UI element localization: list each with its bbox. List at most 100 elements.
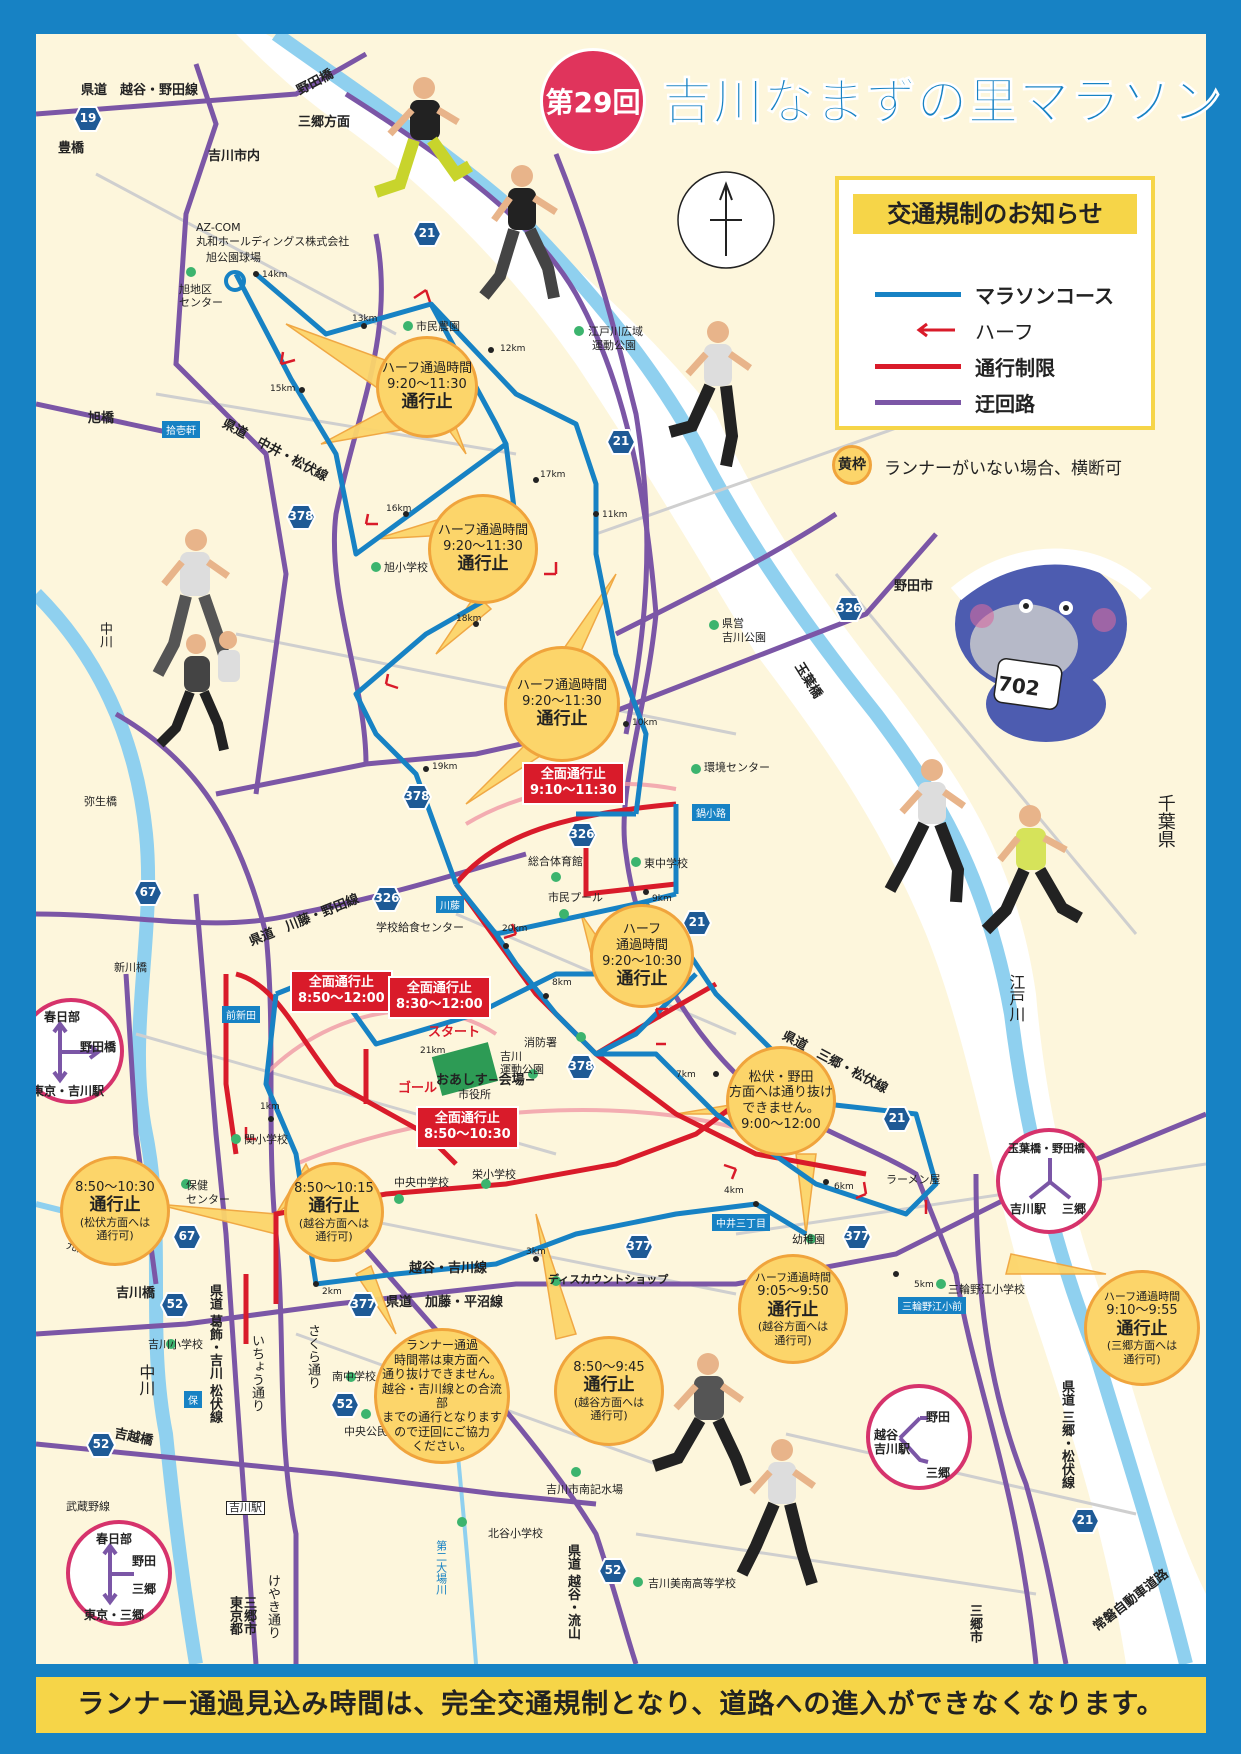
place-label: 幼稚園 (792, 1233, 825, 1246)
place-label: 消防署 (524, 1036, 557, 1049)
route-shield: 52 (330, 1392, 360, 1418)
runner-illustration (479, 165, 560, 300)
detour-line-swatch (875, 400, 961, 405)
km-marker: 12km (500, 344, 526, 354)
place-label: 南中学校 (332, 1370, 376, 1383)
km-marker: 6km (834, 1182, 854, 1192)
place-label: 丸和ホールディングス株式会社 (196, 235, 350, 248)
km-marker: 21km (420, 1046, 446, 1056)
footer-notice: ランナー通過見込み時間は、完全交通規制となり、道路への進入ができなくなります。 (36, 1677, 1206, 1733)
river-label: 江戸川 (1006, 974, 1026, 1022)
direction-label: 吉川市内 (208, 149, 261, 164)
direction-diagram: 玉葉橋・野田橋 吉川駅 三郷 (996, 1128, 1102, 1234)
route-shield: 377 (348, 1292, 378, 1318)
road-label: 県道 越谷・流山 (564, 1544, 580, 1640)
course-line-swatch (875, 292, 961, 297)
place-label: ディスカウントショップ (548, 1273, 669, 1286)
runner-illustration (884, 759, 967, 903)
runner-illustration (736, 1439, 818, 1586)
place-label: 吉川小学校 (148, 1338, 203, 1351)
route-shield: 52 (86, 1432, 116, 1458)
place-label: 東中学校 (644, 857, 688, 870)
goal-label: ゴール (398, 1081, 438, 1096)
runner-illustration (156, 631, 240, 752)
km-marker: 5km (914, 1280, 934, 1290)
river-label: 中川 (136, 1364, 156, 1396)
intersection-label: 中井三丁目 (712, 1214, 770, 1231)
road-label: 越谷・吉川線 (409, 1261, 488, 1276)
place-label: ラーメン屋 (886, 1173, 941, 1186)
place-label: 新川橋 (114, 961, 147, 974)
prefecture-label: 東京都 (226, 1596, 242, 1635)
place-label: 運動公園 (500, 1063, 544, 1076)
direction-label: 三郷方面 (298, 115, 351, 130)
intersection-label: 拾壱軒 (162, 421, 200, 438)
route-shield: 67 (133, 880, 163, 906)
place-label: 関小学校 (244, 1133, 288, 1146)
km-marker: 17km (540, 470, 566, 480)
road-label: 県道 葛飾・吉川 松伏線 (206, 1284, 222, 1424)
place-label: 市民農園 (416, 320, 460, 333)
event-title: 吉川なまずの里マラソン (662, 73, 1223, 132)
km-marker: 16km (386, 504, 412, 514)
map-drawing (36, 34, 1206, 1664)
km-marker: 7km (676, 1070, 696, 1080)
street-label: いちょう通り (248, 1334, 264, 1412)
km-marker: 3km (526, 1247, 546, 1257)
closure-bubble: ランナー通過時間帯は東方面へ通り抜けできません。越谷・吉川線との合流部までの通行… (374, 1328, 510, 1464)
restriction-line-swatch (875, 364, 961, 369)
route-shield: 377 (842, 1224, 872, 1250)
yellow-frame-badge: 黄枠 (832, 445, 872, 485)
place-label: 運動公園 (592, 339, 636, 352)
direction-diagram: 春日部 野田 三郷 東京・三郷 (66, 1520, 172, 1626)
route-shield: 21 (606, 429, 636, 455)
place-label: 三輪野江小学校 (948, 1283, 1025, 1296)
station-label: 吉川駅 (226, 1501, 265, 1516)
route-shield: 52 (160, 1292, 190, 1318)
yellow-frame-text: ランナーがいない場合、横断可 (884, 459, 1122, 479)
route-shield: 378 (402, 784, 432, 810)
direction-diagram: 野田 越谷 吉川駅 三郷 (866, 1384, 972, 1490)
route-shield: 52 (598, 1558, 628, 1584)
place-label: 中央中学校 (394, 1176, 449, 1189)
place-label: 吉川市南記水場 (546, 1483, 623, 1496)
place-label: 保健 (186, 1179, 208, 1192)
km-marker: 19km (432, 762, 458, 772)
km-marker: 13km (352, 314, 378, 324)
intersection-label: 川藤 (436, 896, 464, 913)
km-marker: 2km (322, 1287, 342, 1297)
intersection-label: 前新田 (222, 1006, 260, 1023)
legend-panel: 交通規制のお知らせ マラソンコース ハーフ 通行制限 迂回路 (835, 176, 1155, 430)
km-marker: 8km (552, 978, 572, 988)
place-label: 市民プール (548, 891, 603, 904)
half-arrow-icon (916, 322, 955, 338)
km-marker: 4km (724, 1186, 744, 1196)
place-label: 旭小学校 (384, 561, 428, 574)
place-label: AZ-COM (196, 221, 241, 234)
route-shield: 21 (682, 910, 712, 936)
street-label: さくら通り (304, 1324, 320, 1389)
map-symbol: 保 (184, 1391, 202, 1408)
prefecture-label: 千葉県 (1154, 794, 1176, 848)
runner-illustration (652, 1353, 752, 1487)
venue-label: 市役所 (458, 1088, 491, 1101)
railway-label: 武蔵野線 (66, 1500, 110, 1513)
place-label: 県営 (722, 617, 744, 630)
river-label: 中川 (96, 622, 112, 648)
road-label: 県道 三郷・松伏線 (1058, 1380, 1074, 1489)
city-label: 三郷市 (240, 1596, 256, 1635)
intersection-label: 鍋小路 (692, 804, 730, 821)
route-shield: 378 (566, 1054, 596, 1080)
road-label: 県道 越谷・野田線 (81, 83, 199, 98)
street-label: けやき通り (264, 1574, 280, 1639)
direction-label: 野田市 (894, 579, 934, 594)
